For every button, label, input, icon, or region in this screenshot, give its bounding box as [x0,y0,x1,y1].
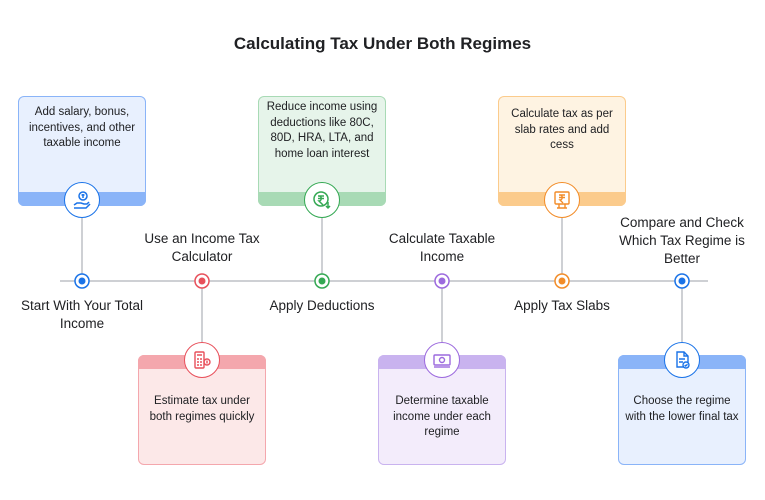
step-card-text-5: Calculate tax as per slab rates and add … [511,108,613,151]
tax-calculator-icon [184,342,220,378]
step-card-4: Determine taxable income under each regi… [378,355,506,465]
step-label-2: Use an Income Tax Calculator [144,231,260,264]
timeline-dot-6 [674,273,690,289]
step-card-text-1: Add salary, bonus, incentives, and other… [28,106,136,149]
step-label-1: Start With Your Total Income [20,298,144,331]
timeline-dot-2 [194,273,210,289]
step-card-text-2: Estimate tax under both regimes quickly [149,395,255,423]
timeline-dot-1 [74,273,90,289]
step-card-text-6: Choose the regime with the lower final t… [625,395,739,423]
step-label-3: Apply Deductions [269,298,375,313]
step-label-5: Apply Tax Slabs [514,298,610,313]
money-hand-icon [64,182,100,218]
step-label-6: Compare and Check Which Tax Regime is Be… [619,215,745,266]
timeline-dot-4 [434,273,450,289]
tax-slab-icon [544,182,580,218]
step-card-1: Add salary, bonus, incentives, and other… [18,96,146,206]
cash-icon [424,342,460,378]
document-check-icon [664,342,700,378]
step-label-4: Calculate Taxable Income [388,231,496,264]
timeline-dot-5 [554,273,570,289]
timeline-dot-3 [314,273,330,289]
rupee-down-icon [304,182,340,218]
step-card-text-4: Determine taxable income under each regi… [393,395,491,438]
step-card-text-3: Reduce income using deductions like 80C,… [266,101,378,160]
page-title: Calculating Tax Under Both Regimes [233,34,532,53]
